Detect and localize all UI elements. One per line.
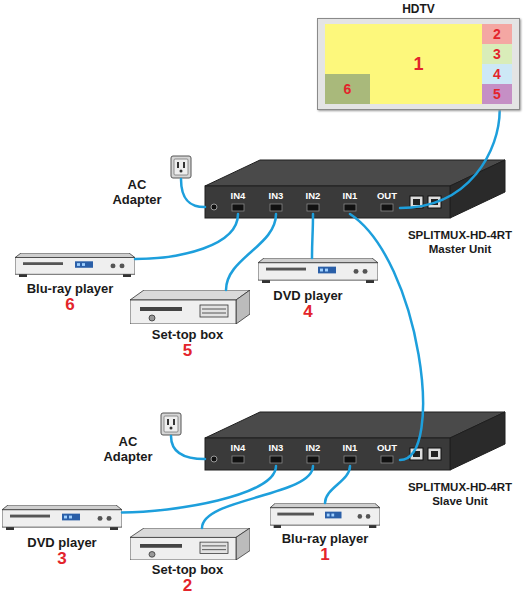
source-device: DVD player4 <box>258 258 378 283</box>
hdmi-cable <box>181 179 205 207</box>
callout-number: 6 <box>344 82 352 96</box>
bluray-player-icon <box>270 503 380 528</box>
hdmi-cable <box>312 214 313 258</box>
unit-label: SPLITMUX-HD-4RT Slave Unit <box>396 480 524 508</box>
callout-number: 1 <box>270 546 380 563</box>
label-holder: AC Adapter <box>100 434 156 464</box>
device-label: Set-top box <box>130 563 245 577</box>
slave-unit-housing <box>205 412 505 470</box>
hdmi-port: IN3 <box>263 190 289 214</box>
label-holder: HDTV <box>318 2 519 16</box>
hdmi-port: OUT <box>374 442 400 466</box>
callout-number: 5 <box>130 342 245 359</box>
hdmi-cable <box>171 436 205 459</box>
device-label: DVD player <box>2 536 122 550</box>
callout-number: 2 <box>493 27 501 41</box>
label-holder: Set-top box5 <box>130 328 245 359</box>
ac-adapter: AC Adapter <box>160 412 182 436</box>
callout-number: 1 <box>413 55 423 73</box>
label-holder: DVD player4 <box>258 289 358 320</box>
dvd-player-icon <box>258 258 378 283</box>
source-device: Set-top box2 <box>130 528 250 560</box>
set-top-box-icon <box>130 528 250 560</box>
splitter-unit: SPLITMUX-HD-4RT Slave UnitIN4IN3IN2IN1OU… <box>205 438 450 470</box>
port-label: IN1 <box>343 442 358 453</box>
source-device: Set-top box5 <box>130 290 250 324</box>
port-label: IN4 <box>231 442 246 453</box>
bluray-player-icon <box>15 253 135 277</box>
hdmi-port: IN2 <box>300 190 326 214</box>
ac-adapter: AC Adapter <box>170 155 192 179</box>
window-region: 2 <box>482 24 512 44</box>
label-holder: Blu-ray player1 <box>270 532 380 563</box>
source-device: DVD player3 <box>2 505 122 530</box>
hdmi-cable <box>202 466 313 528</box>
port-label: IN3 <box>269 442 284 453</box>
callout-number: 4 <box>258 303 358 320</box>
callout-number: 2 <box>130 577 245 594</box>
callout-number: 3 <box>2 550 122 567</box>
port-label: OUT <box>377 190 397 201</box>
callout-number: 3 <box>493 47 501 61</box>
window-region: 5 <box>482 84 512 104</box>
ac-outlet <box>161 413 181 435</box>
window-region: 4 <box>482 64 512 84</box>
callout-number: 6 <box>15 296 125 313</box>
adapter-label: AC Adapter <box>108 177 166 207</box>
label-holder: SPLITMUX-HD-4RT Master Unit <box>396 228 524 256</box>
callout-number: 5 <box>493 87 501 101</box>
hdmi-port: IN4 <box>225 442 251 466</box>
hdmi-cable <box>400 110 500 208</box>
splitter-unit: SPLITMUX-HD-4RT Master UnitIN4IN3IN2IN1O… <box>205 186 450 218</box>
hdmi-port: OUT <box>374 190 400 214</box>
label-holder: Blu-ray player6 <box>15 282 125 313</box>
hdmi-cable <box>135 214 238 259</box>
dvd-player-icon <box>2 505 122 530</box>
label-holder: DVD player3 <box>2 536 122 567</box>
unit-label: SPLITMUX-HD-4RT Master Unit <box>396 228 524 256</box>
hdmi-port: IN2 <box>300 442 326 466</box>
hdmi-port: IN1 <box>337 442 363 466</box>
source-device: Blu-ray player6 <box>15 253 135 277</box>
device-label: DVD player <box>258 289 358 303</box>
hdmi-cable <box>325 466 350 503</box>
window-region: 6 <box>325 74 370 104</box>
port-label: IN3 <box>269 190 284 201</box>
adapter-label: AC Adapter <box>100 434 156 464</box>
hdmi-port: IN3 <box>263 442 289 466</box>
callout-number: 4 <box>493 67 501 81</box>
ac-outlet <box>171 156 191 178</box>
label-holder: AC Adapter <box>108 177 166 207</box>
port-label: IN4 <box>231 190 246 201</box>
source-device: Blu-ray player1 <box>270 503 380 528</box>
hdtv-screen: HDTV123456 <box>317 18 520 110</box>
hdmi-port: IN1 <box>337 190 363 214</box>
label-holder: SPLITMUX-HD-4RT Slave Unit <box>396 480 524 508</box>
hdmi-cable <box>122 466 276 513</box>
window-region: 3 <box>482 44 512 64</box>
port-label: IN1 <box>343 190 358 201</box>
device-label: Set-top box <box>130 328 245 342</box>
set-top-box-icon <box>130 290 250 324</box>
device-label: Blu-ray player <box>15 282 125 296</box>
hdmi-cable <box>350 214 423 460</box>
device-title: HDTV <box>318 2 519 16</box>
port-label: OUT <box>377 442 397 453</box>
hdmi-cable <box>226 214 276 290</box>
device-label: Blu-ray player <box>270 532 380 546</box>
label-holder: Set-top box2 <box>130 563 245 594</box>
port-label: IN2 <box>306 190 321 201</box>
port-label: IN2 <box>306 442 321 453</box>
hdmi-port: IN4 <box>225 190 251 214</box>
